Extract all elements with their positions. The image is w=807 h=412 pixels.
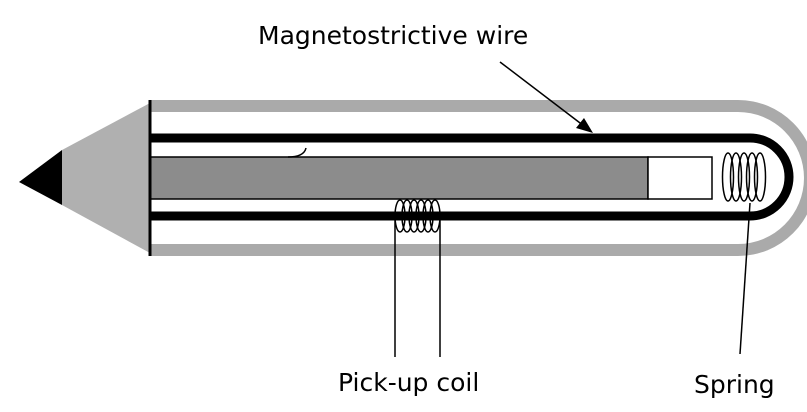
magnet-rod (149, 156, 649, 200)
rod-hook (287, 147, 307, 158)
wire-leader-line (499, 61, 585, 127)
spring-label: Spring (694, 370, 775, 399)
spring-icon (721, 152, 767, 202)
wire-leader-arrowhead (576, 118, 593, 133)
cone-tip (62, 103, 150, 253)
spring-leader-line (739, 202, 751, 355)
pick-up-coil-label: Pick-up coil (338, 368, 480, 397)
rod-end-cap (647, 156, 713, 200)
magnetostrictive-wire-label: Magnetostrictive wire (258, 21, 529, 50)
coil-icon (394, 199, 441, 233)
cone-point (19, 150, 62, 205)
magnetostrictive-wire (150, 133, 794, 221)
